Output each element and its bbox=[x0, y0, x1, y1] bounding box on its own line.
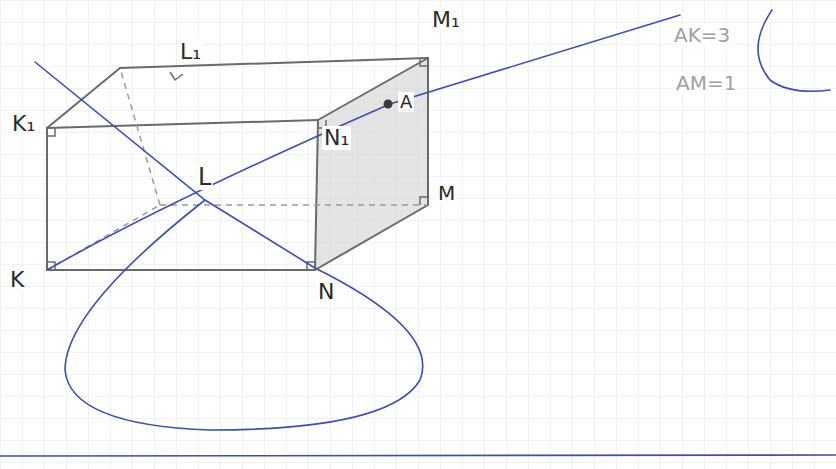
vertex-label: K bbox=[8, 268, 26, 292]
given-note: AM=1 bbox=[674, 72, 738, 94]
vertex-label: K₁ bbox=[10, 112, 37, 136]
vertex-label: M₁ bbox=[430, 8, 462, 32]
vertex-label: A bbox=[398, 92, 414, 112]
given-note: AK=3 bbox=[672, 24, 732, 46]
vertex-label: N bbox=[316, 280, 336, 304]
vertex-label: L bbox=[196, 164, 213, 190]
vertex-label: L₁ bbox=[178, 40, 203, 64]
vertex-label: N₁ bbox=[322, 126, 351, 150]
vertex-label: M bbox=[436, 182, 457, 204]
